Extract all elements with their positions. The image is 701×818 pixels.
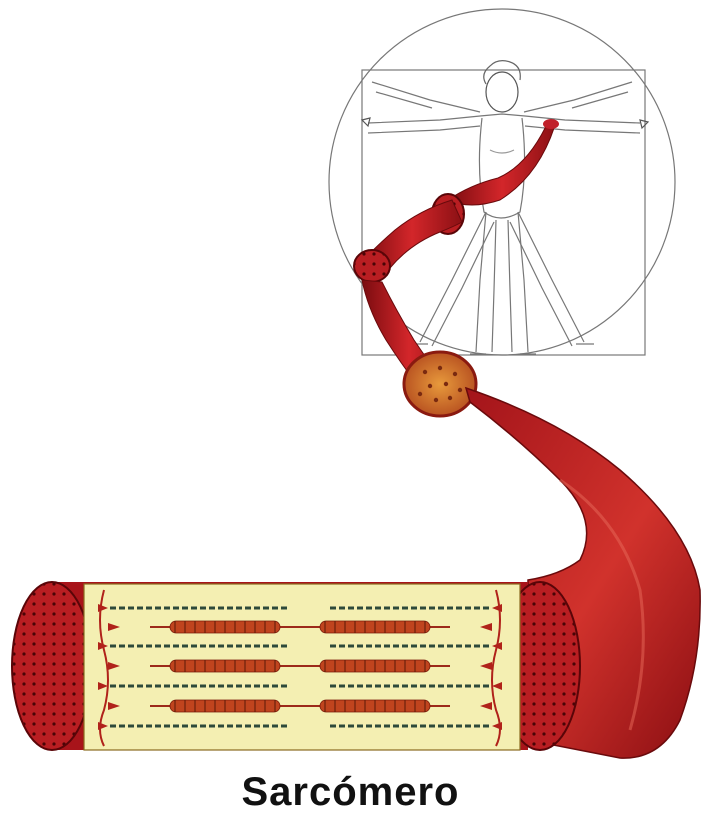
- fascicle-cross-section: [354, 250, 390, 282]
- vitruvian-head: [486, 72, 518, 112]
- diagram-caption: Sarcómero: [0, 770, 701, 815]
- myofibril-bundle-cross-section: [404, 352, 476, 416]
- muscle-fascicle: [354, 200, 462, 282]
- vitruvian-arms-raised: [372, 82, 632, 112]
- sarcomere-left-cap: [12, 582, 92, 750]
- vitruvian-square: [362, 70, 645, 355]
- sarcomere-cylinder: [12, 582, 580, 750]
- muscle-fiber: [362, 280, 476, 416]
- vitruvian-arms-horizontal: [368, 114, 640, 123]
- vitruvian-legs-straight: [476, 212, 528, 352]
